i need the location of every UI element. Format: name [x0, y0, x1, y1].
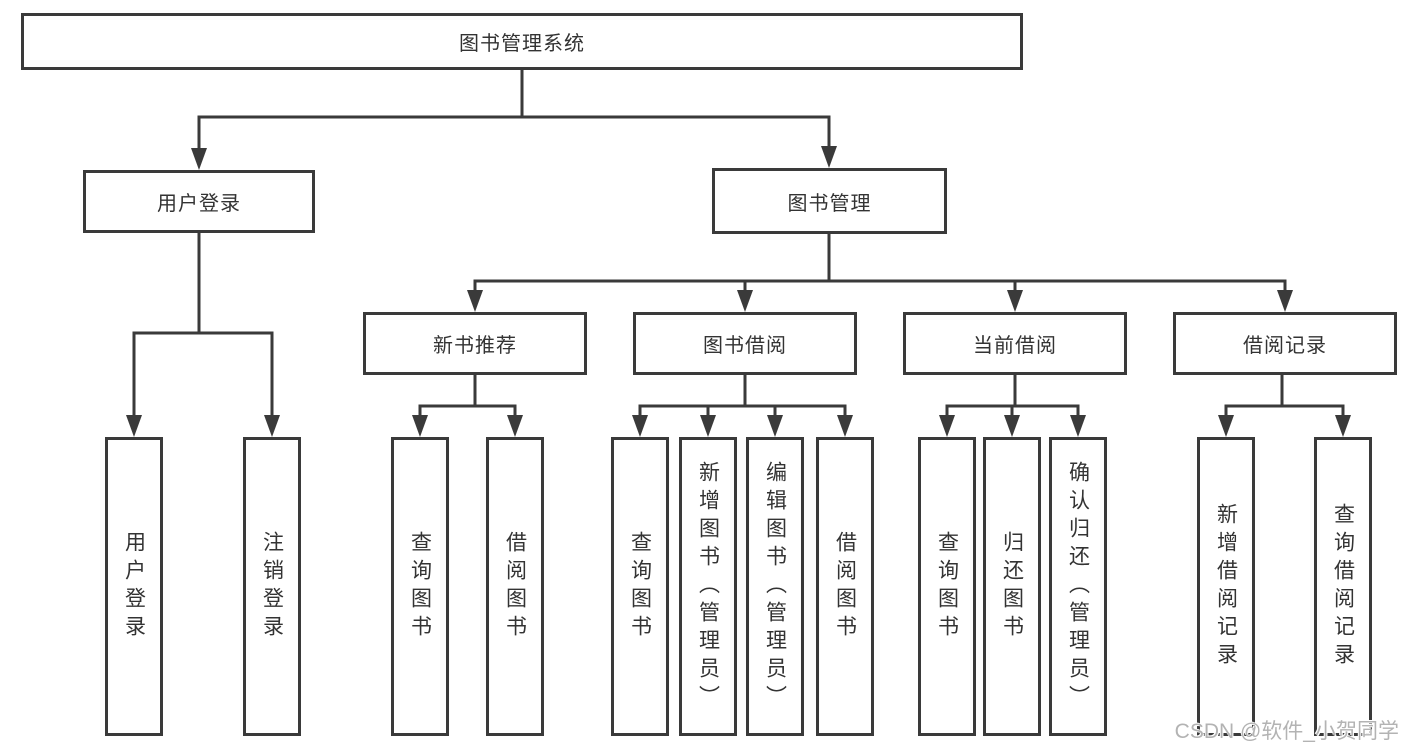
arrowhead — [507, 415, 523, 437]
node-label: 归还图书 — [1000, 530, 1024, 643]
node-leaf-cb-query-books: 查询图书 — [918, 437, 976, 736]
node-new-book-recommendation: 新书推荐 — [363, 312, 587, 375]
arrowhead — [700, 415, 716, 437]
node-leaf-br-add-record: 新增借阅记录 — [1197, 437, 1255, 736]
arrowhead — [1218, 415, 1234, 437]
node-label: 图书管理系统 — [459, 33, 585, 55]
node-label: 查询图书 — [935, 530, 959, 643]
node-label: 查询借阅记录 — [1331, 502, 1355, 671]
arrowhead — [737, 290, 753, 312]
arrowhead — [1335, 415, 1351, 437]
arrowhead — [467, 290, 483, 312]
node-label: 当前借阅 — [973, 335, 1057, 357]
node-label: 借阅图书 — [833, 530, 857, 643]
node-label: 查询图书 — [408, 530, 432, 643]
arrowhead — [1007, 290, 1023, 312]
node-leaf-logout: 注销登录 — [243, 437, 301, 736]
arrowhead — [412, 415, 428, 437]
node-label: 用户登录 — [157, 193, 241, 215]
watermark: CSDN @软件_小贺同学 — [1174, 720, 1399, 743]
node-user-login: 用户登录 — [83, 170, 315, 233]
arrowhead — [191, 148, 207, 170]
node-leaf-cb-return-books: 归还图书 — [983, 437, 1041, 736]
node-label: 新书推荐 — [433, 335, 517, 357]
arrowheads — [126, 146, 1351, 437]
node-leaf-nb-query-books: 查询图书 — [391, 437, 449, 736]
node-label: 注销登录 — [260, 530, 284, 643]
node-leaf-nb-borrow-books: 借阅图书 — [486, 437, 544, 736]
arrowhead — [939, 415, 955, 437]
node-borrowing-records: 借阅记录 — [1173, 312, 1397, 375]
node-leaf-cb-confirm-return-admin: 确认归还（管理员） — [1049, 437, 1107, 736]
node-label: 确认归还（管理员） — [1066, 460, 1090, 713]
node-current-borrowing: 当前借阅 — [903, 312, 1127, 375]
arrowhead — [264, 415, 280, 437]
node-leaf-bb-edit-books-admin: 编辑图书（管理员） — [746, 437, 804, 736]
node-label: 借阅图书 — [503, 530, 527, 643]
arrowhead — [767, 415, 783, 437]
node-label: 借阅记录 — [1243, 335, 1327, 357]
node-label: 查询图书 — [628, 530, 652, 643]
node-leaf-bb-query-books: 查询图书 — [611, 437, 669, 736]
node-label: 编辑图书（管理员） — [763, 460, 787, 713]
arrowhead — [1070, 415, 1086, 437]
node-book-borrowing: 图书借阅 — [633, 312, 857, 375]
node-label: 用户登录 — [122, 530, 146, 643]
node-label: 新增图书（管理员） — [696, 460, 720, 713]
arrowhead — [837, 415, 853, 437]
node-library-management-system: 图书管理系统 — [21, 13, 1023, 70]
arrowhead — [126, 415, 142, 437]
node-book-management: 图书管理 — [712, 168, 947, 234]
arrowhead — [821, 146, 837, 168]
connector-lines — [132, 68, 1345, 424]
node-label: 新增借阅记录 — [1214, 502, 1238, 671]
arrowhead — [632, 415, 648, 437]
node-label: 图书管理 — [787, 192, 872, 215]
node-leaf-user-login: 用户登录 — [105, 437, 163, 736]
node-leaf-bb-add-books-admin: 新增图书（管理员） — [679, 437, 737, 736]
node-leaf-bb-borrow-books: 借阅图书 — [816, 437, 874, 736]
arrowhead — [1277, 290, 1293, 312]
node-leaf-br-query-record: 查询借阅记录 — [1314, 437, 1372, 736]
node-label: 图书借阅 — [703, 335, 787, 357]
arrowhead — [1004, 415, 1020, 437]
